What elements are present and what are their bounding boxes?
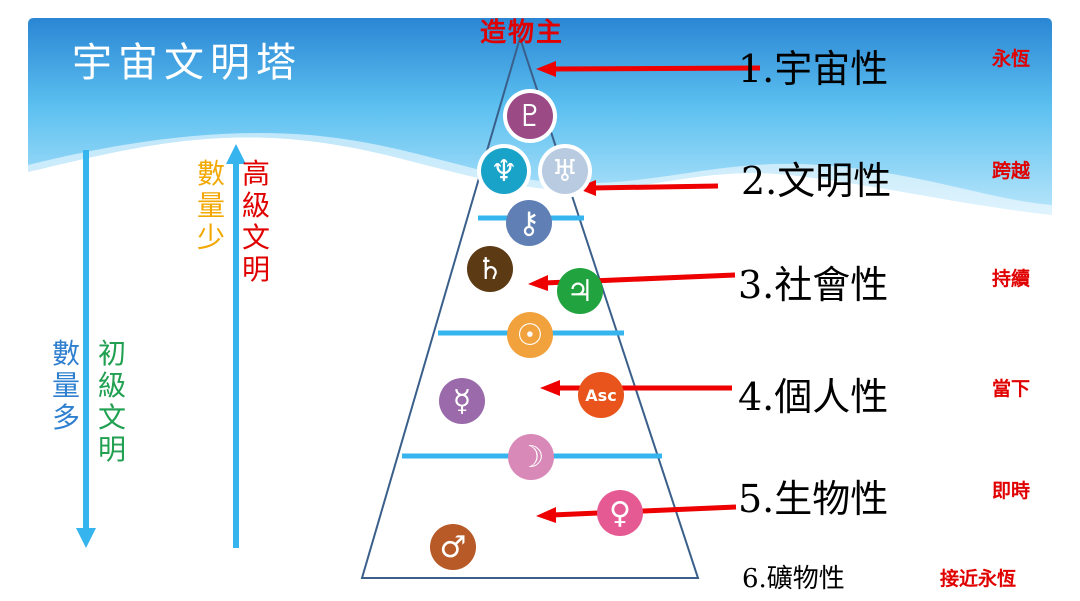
saturn-icon: ♄ bbox=[467, 246, 513, 292]
saturn-symbol: ♄ bbox=[476, 251, 504, 287]
apex-label: 造物主 bbox=[480, 18, 565, 48]
mars-icon: ♂ bbox=[430, 524, 476, 570]
venus-symbol: ♀ bbox=[609, 495, 631, 531]
neptune-symbol: ♆ bbox=[490, 153, 518, 189]
jupiter-symbol: ♃ bbox=[566, 273, 594, 309]
primary-civilization-label: 初級文明 bbox=[97, 337, 126, 466]
level-3-tag: 持續 bbox=[992, 268, 1031, 290]
mercury-symbol: ☿ bbox=[452, 383, 472, 419]
level-6-label: 6.礦物性 bbox=[742, 564, 845, 594]
level-6-tag: 接近永恆 bbox=[940, 568, 1017, 590]
pyramid-outline bbox=[360, 34, 700, 579]
advanced-civilization-label: 高級文明 bbox=[241, 157, 270, 286]
more-count-label: 數量多 bbox=[51, 337, 80, 434]
level-1-tag: 永恆 bbox=[992, 48, 1031, 70]
uranus-icon: ♅ bbox=[542, 148, 588, 194]
ascendant-symbol: Asc bbox=[585, 385, 617, 405]
mars-symbol: ♂ bbox=[439, 529, 467, 565]
level-3-label: 3.社會性 bbox=[738, 263, 889, 307]
arrow-down bbox=[76, 150, 96, 548]
level-4-tag: 當下 bbox=[992, 378, 1031, 400]
uranus-symbol: ♅ bbox=[551, 153, 579, 189]
jupiter-icon: ♃ bbox=[557, 268, 603, 314]
venus-icon: ♀ bbox=[597, 490, 643, 536]
moon-icon: ☽ bbox=[508, 434, 554, 480]
level-5-label: 5.生物性 bbox=[738, 477, 889, 521]
mercury-icon: ☿ bbox=[439, 378, 485, 424]
chiron-icon: ⚷ bbox=[506, 200, 552, 246]
neptune-icon: ♆ bbox=[481, 148, 527, 194]
level-2-tag: 跨越 bbox=[992, 160, 1031, 182]
chiron-symbol: ⚷ bbox=[518, 205, 540, 241]
level-1-label: 1.宇宙性 bbox=[738, 47, 889, 91]
fewer-count-label: 數量少 bbox=[196, 157, 225, 254]
arrow-up bbox=[226, 144, 246, 548]
moon-symbol: ☽ bbox=[517, 439, 545, 475]
ascendant-icon: Asc bbox=[578, 372, 624, 418]
level-2-label: 2.文明性 bbox=[741, 159, 892, 203]
sun-symbol: ☉ bbox=[516, 317, 544, 353]
pluto-icon: ♇ bbox=[507, 93, 553, 139]
diagram-title: 宇宙文明塔 bbox=[72, 40, 302, 86]
sun-icon: ☉ bbox=[507, 312, 553, 358]
pluto-symbol: ♇ bbox=[516, 98, 544, 134]
level-4-label: 4.個人性 bbox=[738, 375, 889, 419]
level-5-tag: 即時 bbox=[992, 480, 1031, 502]
